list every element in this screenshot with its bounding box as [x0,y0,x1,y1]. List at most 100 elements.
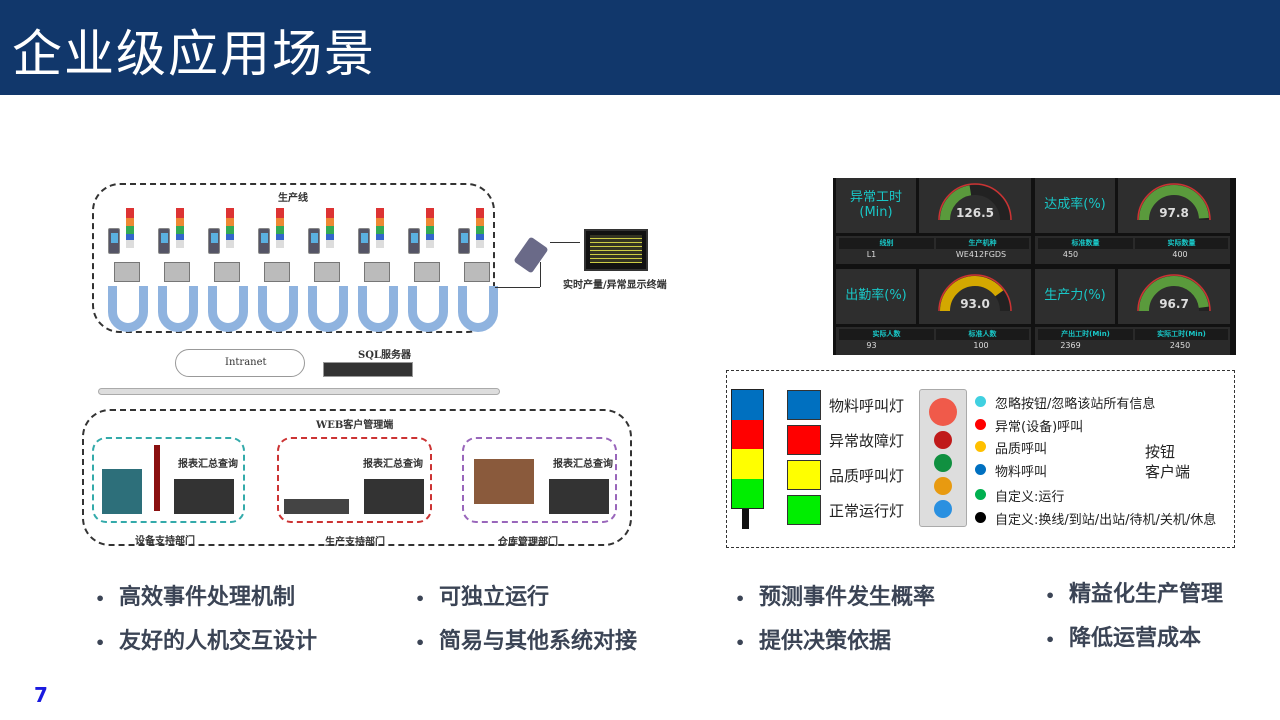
light-tower-icon [426,208,434,248]
report-label: 报表汇总查询 [553,459,613,470]
button-client-label: 按钮 [1145,443,1176,461]
u-line-icon [408,286,448,332]
metric-label: 异常工时(Min) [836,178,916,233]
button-color-dot [975,419,986,430]
gauge-arc [1137,274,1211,312]
feature-text: 提供决策依据 [759,628,892,654]
feature-bullet: •可独立运行 [415,579,549,611]
intranet-label: Intranet [225,357,267,368]
button-color-dot [975,464,986,475]
button-label: 品质呼叫 [995,442,1048,457]
light-tower-icon [731,389,764,509]
connector [540,262,541,287]
feature-text: 降低运营成本 [1069,625,1202,651]
u-line-icon [308,286,348,332]
metric-table: 实际人数 标准人数 93 100 [836,327,1031,355]
department-warehouse [462,437,617,523]
button-label: 自定义:换线/到站/出站/待机/关机/休息 [995,513,1217,528]
u-line-icon [108,286,148,332]
workstation-icon [174,479,234,514]
crane-icon [154,445,160,511]
page-title: 企业级应用场景 [12,25,376,83]
department-label: 生产支持部门 [325,537,385,548]
button-box-icon [919,389,967,527]
metric-label: 达成率(%) [1035,178,1115,233]
u-line-icon [208,286,248,332]
metric-table: 标准数量 实际数量 450 400 [1035,236,1230,264]
table-cell: 2450 [1169,341,1191,350]
light-tower-icon [476,208,484,248]
arrow [550,242,580,243]
table-cell: 450 [1062,250,1079,259]
light-label: 正常运行灯 [829,502,905,520]
button-color-dot [975,396,986,407]
gauge-arc [938,183,1012,221]
button-label: 物料呼叫 [995,465,1048,480]
connector [495,287,540,288]
handheld-icon [258,228,270,254]
table-header: 生产机种 [936,238,1029,249]
department-equipment [92,437,245,523]
light-tower-icon [226,208,234,248]
production-station [258,208,304,338]
u-line-icon [158,286,198,332]
handheld-icon [458,228,470,254]
table-header: 实际工时(Min) [1135,329,1228,340]
light-color-swatch [787,495,821,525]
feature-text: 简易与其他系统对接 [439,628,638,654]
gauge-value: 96.7 [1159,297,1189,311]
gauge: 97.8 [1118,178,1230,233]
header-bar: 企业级应用场景 [0,0,1280,95]
bullet-icon: • [415,632,426,652]
feature-text: 精益化生产管理 [1069,581,1224,607]
light-tower-icon [376,208,384,248]
feature-text: 友好的人机交互设计 [119,628,318,654]
table-header: 产出工时(Min) [1038,329,1133,340]
sql-server-label: SQL服务器 [358,350,411,361]
light-color-swatch [787,390,821,420]
feature-bullet: •预测事件发生概率 [735,579,935,611]
metric-label: 出勤率(%) [836,269,916,324]
gauge-arc [1137,183,1211,221]
handheld-icon [358,228,370,254]
server-icon [323,362,413,377]
table-header: 线别 [839,238,934,249]
light-tower-icon [176,208,184,248]
feature-bullet: •精益化生产管理 [1045,576,1223,608]
production-line-label: 生产线 [278,193,308,204]
workstation-icon [364,479,424,514]
controller-icon [114,262,140,282]
feature-bullet: • 简易与其他系统对接 [415,623,637,655]
light-label: 品质呼叫灯 [829,467,905,485]
bullet-icon: • [95,632,106,652]
bullet-icon: • [735,588,746,608]
button-color-dot [975,489,986,500]
workstation-icon [549,479,609,514]
feature-bullet: • 降低运营成本 [1045,620,1201,652]
department-label: 仓库管理部门 [498,537,558,548]
metric-table: 线别 生产机种 L1 WE412FGDS [836,236,1031,264]
button-color-dot [975,512,986,523]
controller-icon [314,262,340,282]
light-tower-icon [276,208,284,248]
controller-icon [214,262,240,282]
controller-icon [464,262,490,282]
report-label: 报表汇总查询 [363,459,423,470]
button-color-dot [975,441,986,452]
feature-text: 高效事件处理机制 [119,584,296,610]
page-number: 7 [34,683,48,707]
table-cell: L1 [866,250,877,259]
light-color-swatch [787,425,821,455]
production-station [308,208,354,338]
button-label: 忽略按钮/忽略该站所有信息 [995,397,1156,412]
display-terminal-icon [584,229,648,271]
controller-icon [364,262,390,282]
production-line-group [92,183,495,333]
andon-legend: 物料呼叫灯 异常故障灯 品质呼叫灯 正常运行灯 忽略按钮/忽略该站所有信息 异常… [726,370,1235,548]
production-station [158,208,204,338]
department-production [277,437,432,523]
production-station [458,208,504,338]
controller-icon [414,262,440,282]
u-line-icon [258,286,298,332]
bullet-icon: • [1045,629,1056,649]
